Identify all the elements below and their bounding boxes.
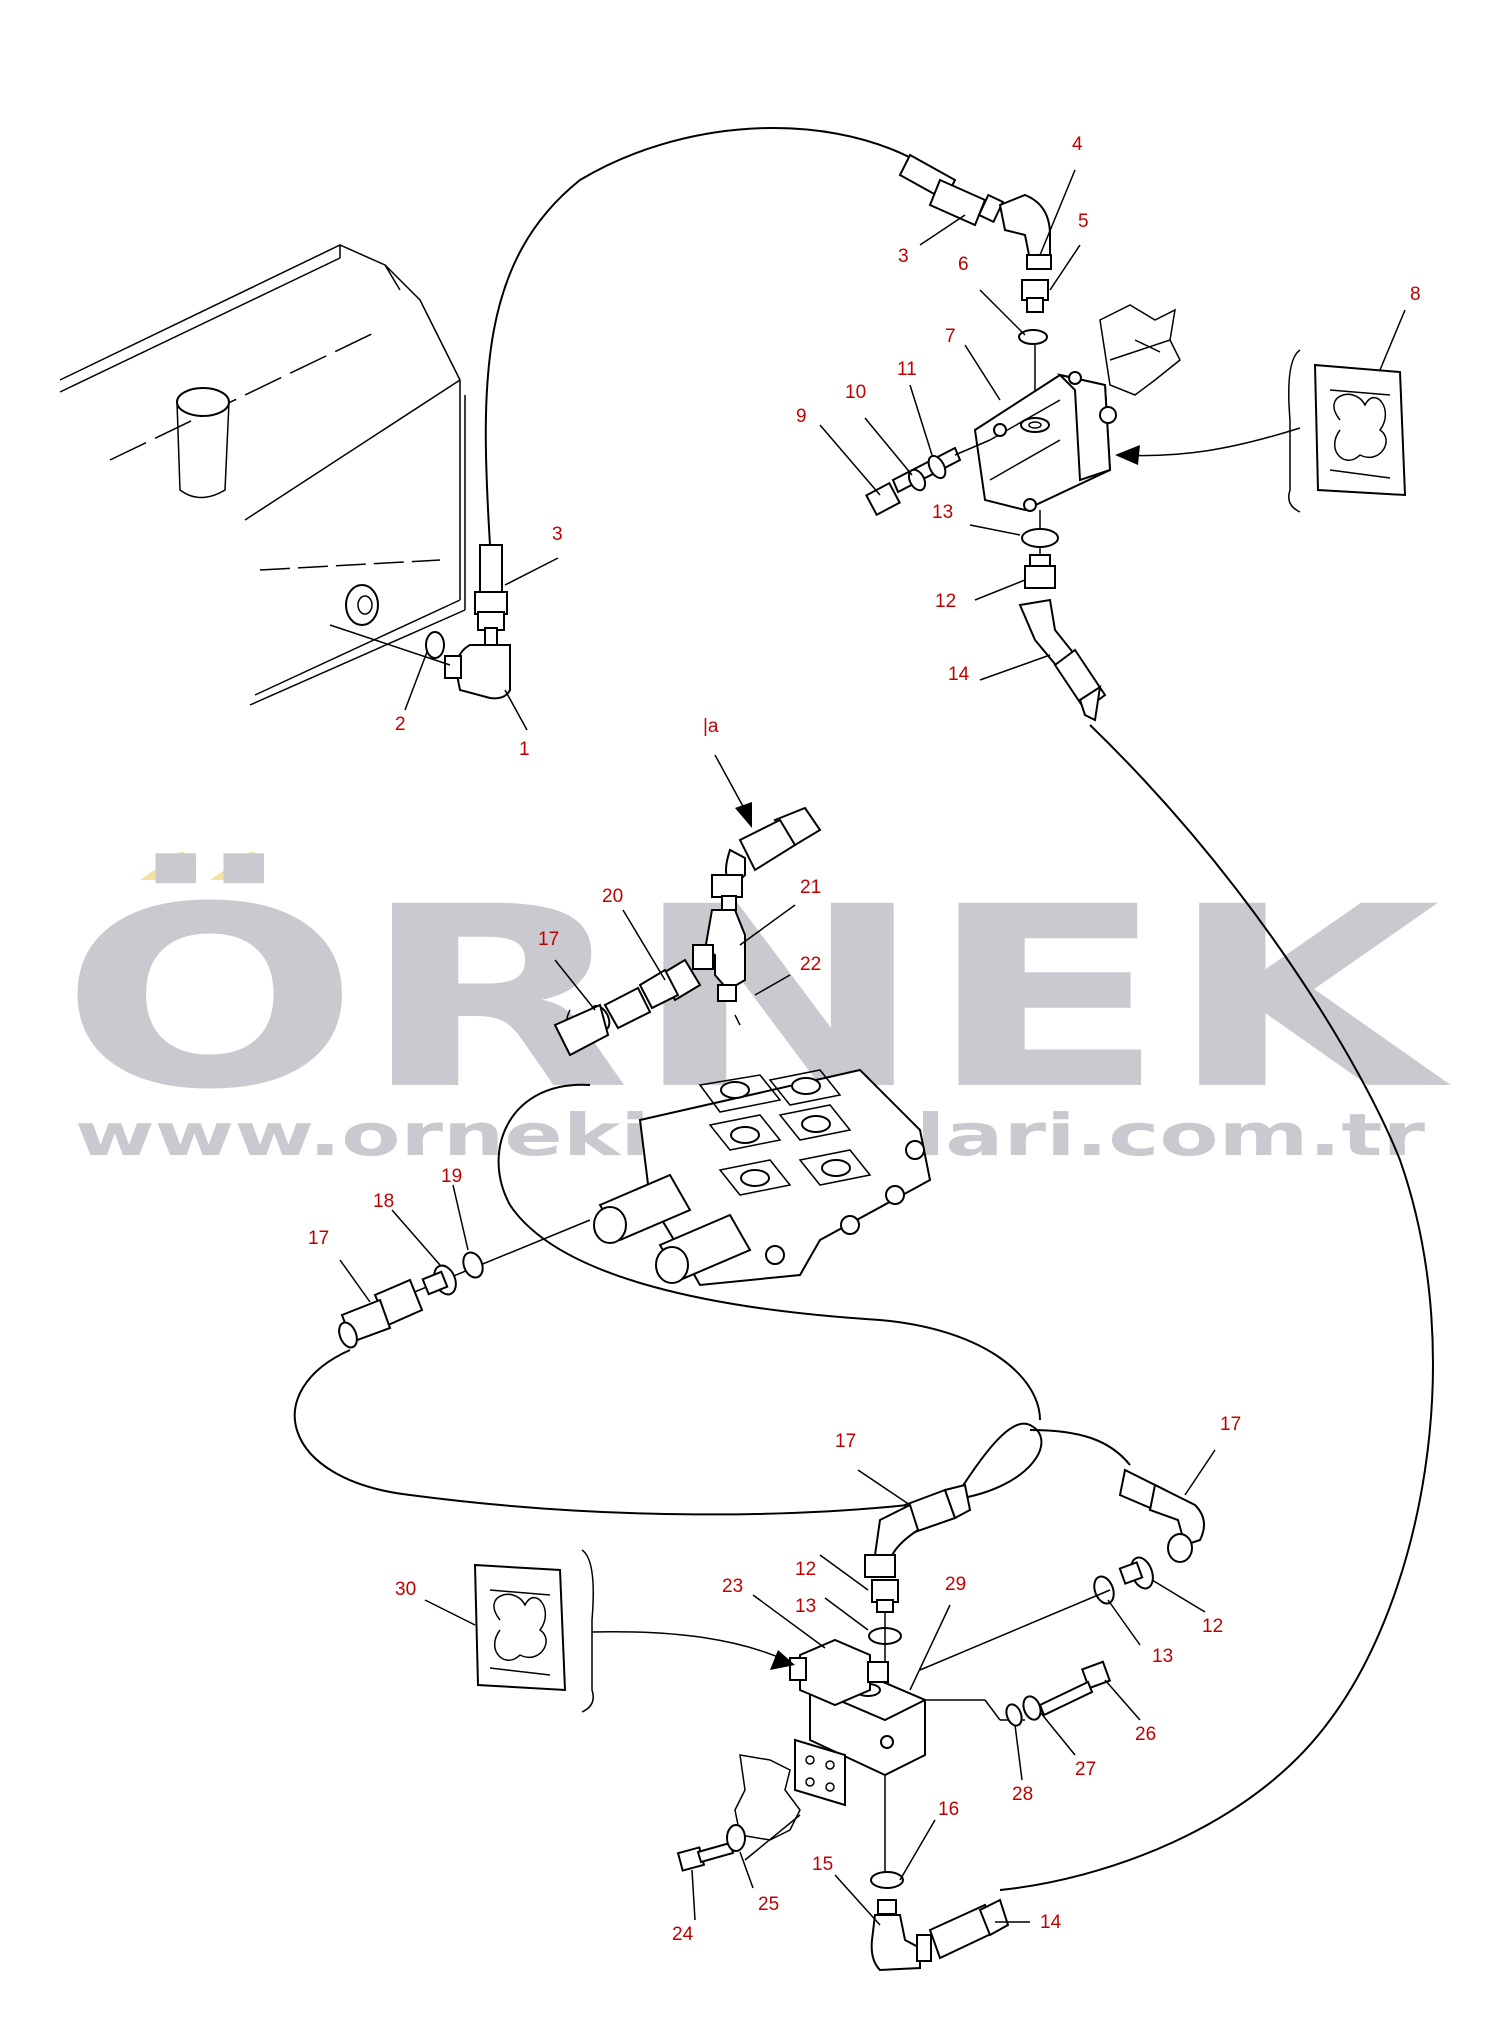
- callout-10: 10: [845, 382, 866, 403]
- o-ring-2: [425, 631, 445, 659]
- mount-flange-top: [1099, 304, 1181, 396]
- callout-4: 4: [1072, 134, 1083, 155]
- callout-17-left: 17: [308, 1228, 329, 1249]
- callout-19: 19: [441, 1166, 462, 1187]
- callout-13-top: 13: [932, 502, 953, 523]
- fitting-group-3: [1018, 510, 1107, 722]
- hose-end-3-left: [479, 544, 503, 596]
- hose-17c: [497, 1083, 1041, 1421]
- callout-17-bottom: 17: [835, 1431, 856, 1452]
- elbow-4: [998, 193, 1051, 262]
- callout-30: 30: [395, 1579, 416, 1600]
- watermark-accent-right: [210, 852, 255, 880]
- callout-12-bottom: 12: [795, 1559, 816, 1580]
- tee-group: [553, 806, 822, 1057]
- arrow-8: [1115, 445, 1140, 465]
- valve-block-29: [789, 1638, 1025, 1880]
- callout-21: 21: [800, 877, 821, 898]
- o-ring-6: [1018, 329, 1048, 345]
- callout-23: 23: [722, 1576, 743, 1597]
- washer-27: [1022, 1695, 1042, 1721]
- bolt-group-24: [676, 1824, 746, 1872]
- callout-6: 6: [958, 254, 969, 275]
- adapter-12-top: [1024, 565, 1056, 589]
- pump-7: [973, 304, 1181, 512]
- callout-9: 9: [796, 406, 807, 427]
- o-ring-13-top: [1021, 528, 1059, 548]
- control-valve: [593, 1068, 932, 1287]
- fitting-group-1: [329, 544, 511, 700]
- hose-14: [999, 724, 1434, 1891]
- hose-17a: [293, 1349, 1043, 1516]
- callout-8: 8: [1410, 284, 1421, 305]
- arrow-a: [714, 754, 752, 828]
- tank-port: [176, 387, 230, 417]
- hose-17b: [1029, 1429, 1131, 1466]
- callout-18: 18: [373, 1191, 394, 1212]
- callout-14-bottom: 14: [1040, 1912, 1062, 1933]
- callout-11: 11: [897, 359, 917, 380]
- callout-28: 28: [1012, 1784, 1033, 1805]
- watermark-accent-left: [140, 852, 185, 880]
- callout-16: 16: [938, 1799, 959, 1820]
- callout-12-right: 12: [1202, 1616, 1223, 1637]
- o-ring-19: [462, 1251, 484, 1279]
- elbow-1: [453, 644, 511, 700]
- mount-flange-bottom: [734, 1754, 801, 1841]
- callout-7: 7: [945, 326, 956, 347]
- o-ring-16: [870, 1871, 904, 1889]
- callout-27: 27: [1075, 1759, 1096, 1780]
- hoses: [293, 127, 1434, 1891]
- fitting-group-5: [864, 1468, 1205, 1671]
- callout-14-top: 14: [948, 664, 970, 685]
- o-ring-13-right: [1093, 1575, 1115, 1605]
- callout-17-right: 17: [1220, 1414, 1241, 1435]
- engine-housing: [59, 244, 466, 706]
- washer-25: [726, 1824, 746, 1852]
- callout-1: 1: [519, 739, 530, 760]
- tank-plug: [345, 584, 379, 626]
- bolt-26: [1080, 1660, 1112, 1690]
- nut-17-mid: [603, 986, 652, 1030]
- sealant-pack-30: [473, 1549, 795, 1713]
- solenoid: [799, 1638, 871, 1707]
- bolt-group-26: [1005, 1660, 1112, 1727]
- callout-5: 5: [1078, 211, 1089, 232]
- callout-25: 25: [758, 1894, 779, 1915]
- callout-3-left: 3: [552, 524, 563, 545]
- fitting-group-2: [898, 153, 1052, 420]
- adapter-12-bottom: [871, 1579, 899, 1603]
- bolt-9: [865, 481, 901, 517]
- callout-13-bottom: 13: [795, 1596, 816, 1617]
- fitting-group-6: [870, 1871, 1010, 1972]
- callout-24: 24: [672, 1924, 694, 1945]
- leader-lines: [339, 169, 1406, 1926]
- callout-13-right: 13: [1152, 1646, 1173, 1667]
- callout-17-mid: 17: [538, 929, 559, 950]
- callout-26: 26: [1135, 1724, 1156, 1745]
- callout-15: 15: [812, 1854, 833, 1875]
- callout-12-top: 12: [935, 591, 956, 612]
- elbow-15: [870, 1914, 921, 1972]
- washer-28: [1005, 1703, 1023, 1727]
- fitting-group-4: [338, 1219, 591, 1349]
- callout-3-top: 3: [898, 246, 909, 267]
- arrow-30: [770, 1650, 795, 1670]
- callout-2: 2: [395, 714, 406, 735]
- callout-a: |a: [703, 716, 719, 737]
- hose-3: [484, 127, 916, 546]
- callout-labels: 1 2 3 3 4 5 6 7 8 9 10 11 13 12 14 |a 20…: [308, 134, 1421, 1945]
- callout-29: 29: [945, 1574, 966, 1595]
- callout-20: 20: [602, 886, 623, 907]
- washer-10: [907, 468, 927, 492]
- sealant-pack-8: [1115, 349, 1407, 513]
- bolt-group-9: [865, 439, 991, 517]
- plate-23: [734, 1738, 846, 1861]
- washer-11: [927, 454, 947, 480]
- callout-22: 22: [800, 954, 821, 975]
